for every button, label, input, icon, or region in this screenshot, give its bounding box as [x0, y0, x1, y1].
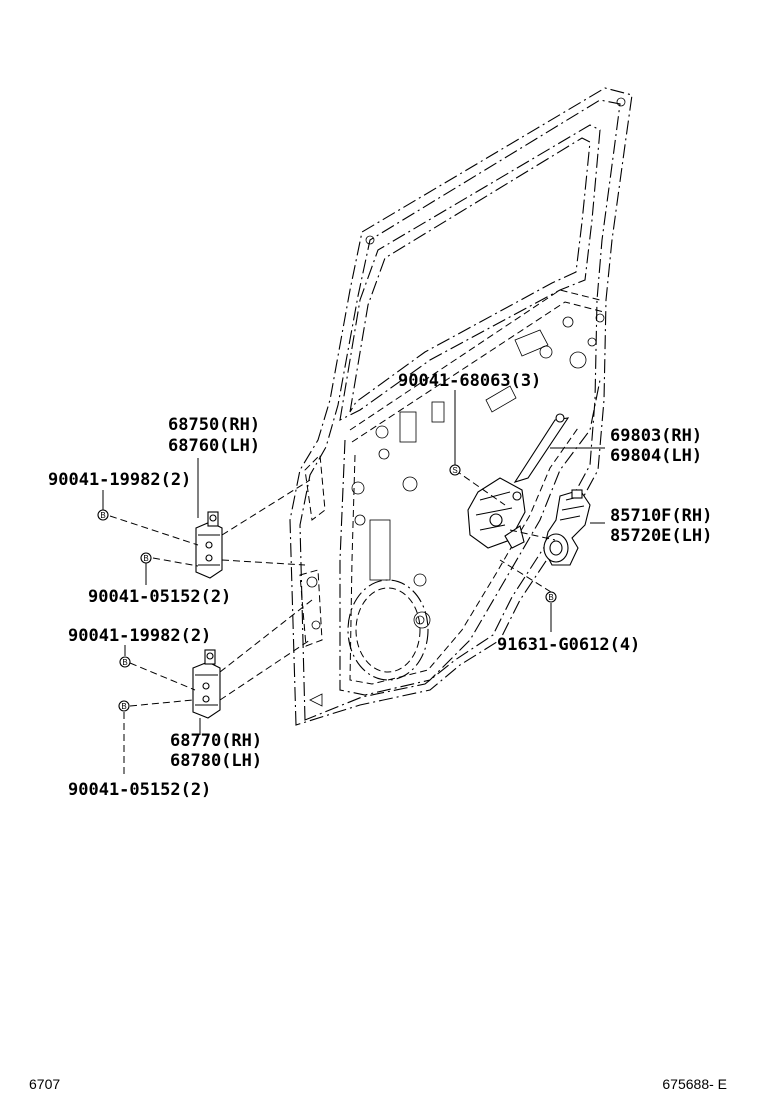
marker-b-icon: B: [118, 700, 130, 712]
callout-bolt-90041-68063: 90041-68063(3): [398, 371, 541, 391]
marker-b-icon: B: [119, 656, 131, 668]
hinge-lower: [192, 649, 221, 719]
callout-hinge-upper-rh: 68750(RH): [168, 415, 260, 435]
footer-left-code: 6707: [29, 1076, 60, 1092]
svg-text:B: B: [122, 658, 127, 667]
marker-b-icon: B: [97, 509, 109, 521]
callout-motor-rh: 85710F(RH): [610, 506, 712, 526]
hinge-upper: [195, 511, 223, 579]
marker-s-icon: S: [449, 464, 461, 476]
svg-text:B: B: [143, 554, 148, 563]
callout-regulator-lh: 69804(LH): [610, 446, 702, 466]
callout-hinge-upper-lh: 68760(LH): [168, 436, 260, 456]
marker-b-icon: B: [545, 591, 557, 603]
svg-text:B: B: [121, 702, 126, 711]
svg-text:S: S: [452, 466, 457, 475]
door-frame: [289, 87, 633, 726]
callout-bolt-hinge-upper-a: 90041-19982(2): [48, 470, 191, 490]
callout-motor-lh: 85720E(LH): [610, 526, 712, 546]
svg-text:B: B: [548, 593, 553, 602]
window-motor: [543, 489, 591, 566]
svg-text:B: B: [100, 511, 105, 520]
leader-lines: [102, 390, 605, 775]
callout-screw-motor: 91631-G0612(4): [497, 635, 640, 655]
marker-b-icon: B: [140, 552, 152, 564]
callout-hinge-lower-lh: 68780(LH): [170, 751, 262, 771]
callout-hinge-lower-rh: 68770(RH): [170, 731, 262, 751]
callout-bolt-hinge-lower-b: 90041-05152(2): [68, 780, 211, 800]
callout-regulator-rh: 69803(RH): [610, 426, 702, 446]
callout-bolt-hinge-lower-a: 90041-19982(2): [68, 626, 211, 646]
footer-right-code: 675688- E: [662, 1076, 727, 1092]
callout-bolt-hinge-upper-b: 90041-05152(2): [88, 587, 231, 607]
